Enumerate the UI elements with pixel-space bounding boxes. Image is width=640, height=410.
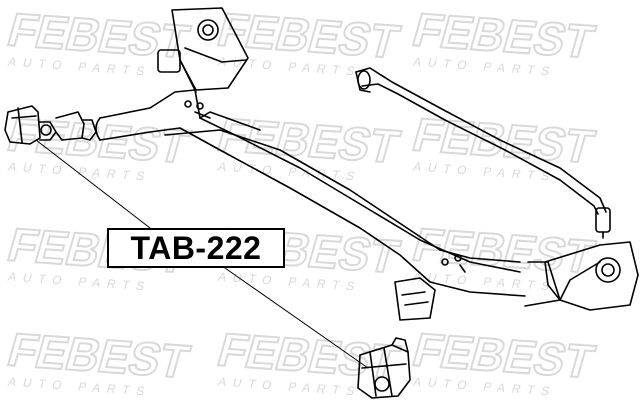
track-rod [355, 67, 611, 239]
leader-line-left [35, 139, 151, 229]
part-number-label: TAB-222 [107, 228, 285, 268]
right-bushing [357, 337, 411, 399]
left-mount-bracket [157, 7, 249, 119]
bracket-hole [595, 257, 621, 283]
axle-beam [95, 89, 526, 321]
leader-line-right [224, 267, 369, 369]
leader-lines [35, 139, 369, 369]
left-bushing [4, 105, 97, 145]
right-mount-bracket [441, 241, 639, 311]
bracket-hole [197, 19, 219, 41]
